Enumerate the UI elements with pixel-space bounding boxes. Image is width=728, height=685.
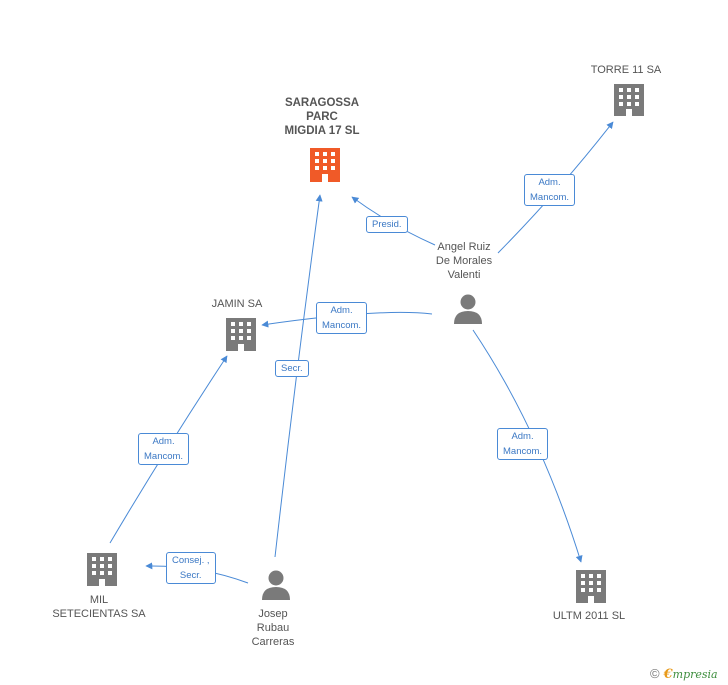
person-icon[interactable] bbox=[262, 570, 290, 601]
company-label-jamin[interactable]: JAMIN SA bbox=[211, 298, 263, 310]
edge-label-adm-mancom-torre[interactable]: Adm. Mancom. bbox=[524, 174, 576, 206]
building-icon[interactable] bbox=[87, 553, 117, 586]
edge-label-consej-secr[interactable]: Consej. , Secr. bbox=[166, 552, 216, 584]
copyright-notice: ©€mpresia bbox=[650, 666, 718, 682]
person-label-josep[interactable]: Josep Rubau Carreras bbox=[251, 608, 295, 648]
company-label-mil[interactable]: MIL SETECIENTAS SA bbox=[52, 594, 146, 620]
building-icon[interactable] bbox=[226, 318, 256, 351]
company-label-ultm[interactable]: ULTM 2011 SL bbox=[552, 610, 626, 622]
edge-label-adm-mancom-mil[interactable]: Adm. Mancom. bbox=[138, 433, 190, 465]
building-icon[interactable] bbox=[576, 570, 606, 603]
edge-josep-saragossa bbox=[274, 194, 323, 558]
edge-label-adm-mancom-ultm[interactable]: Adm. Mancom. bbox=[497, 428, 549, 460]
edge-label-secr[interactable]: Secr. bbox=[275, 360, 309, 377]
person-label-angel[interactable]: Angel Ruiz De Morales Valenti bbox=[435, 241, 493, 281]
company-label-saragossa[interactable]: SARAGOSSA PARC MIGDIA 17 SL bbox=[284, 97, 360, 137]
copyright-symbol: © bbox=[650, 666, 660, 681]
building-icon[interactable] bbox=[310, 148, 340, 182]
edge-label-presid[interactable]: Presid. bbox=[366, 216, 408, 233]
person-icon[interactable] bbox=[454, 294, 482, 325]
building-icon[interactable] bbox=[614, 84, 644, 116]
company-label-torre[interactable]: TORRE 11 SA bbox=[590, 64, 662, 76]
edge-label-adm-mancom-jamin[interactable]: Adm. Mancom. bbox=[316, 302, 368, 334]
empresia-logo[interactable]: €mpresia bbox=[663, 667, 718, 682]
